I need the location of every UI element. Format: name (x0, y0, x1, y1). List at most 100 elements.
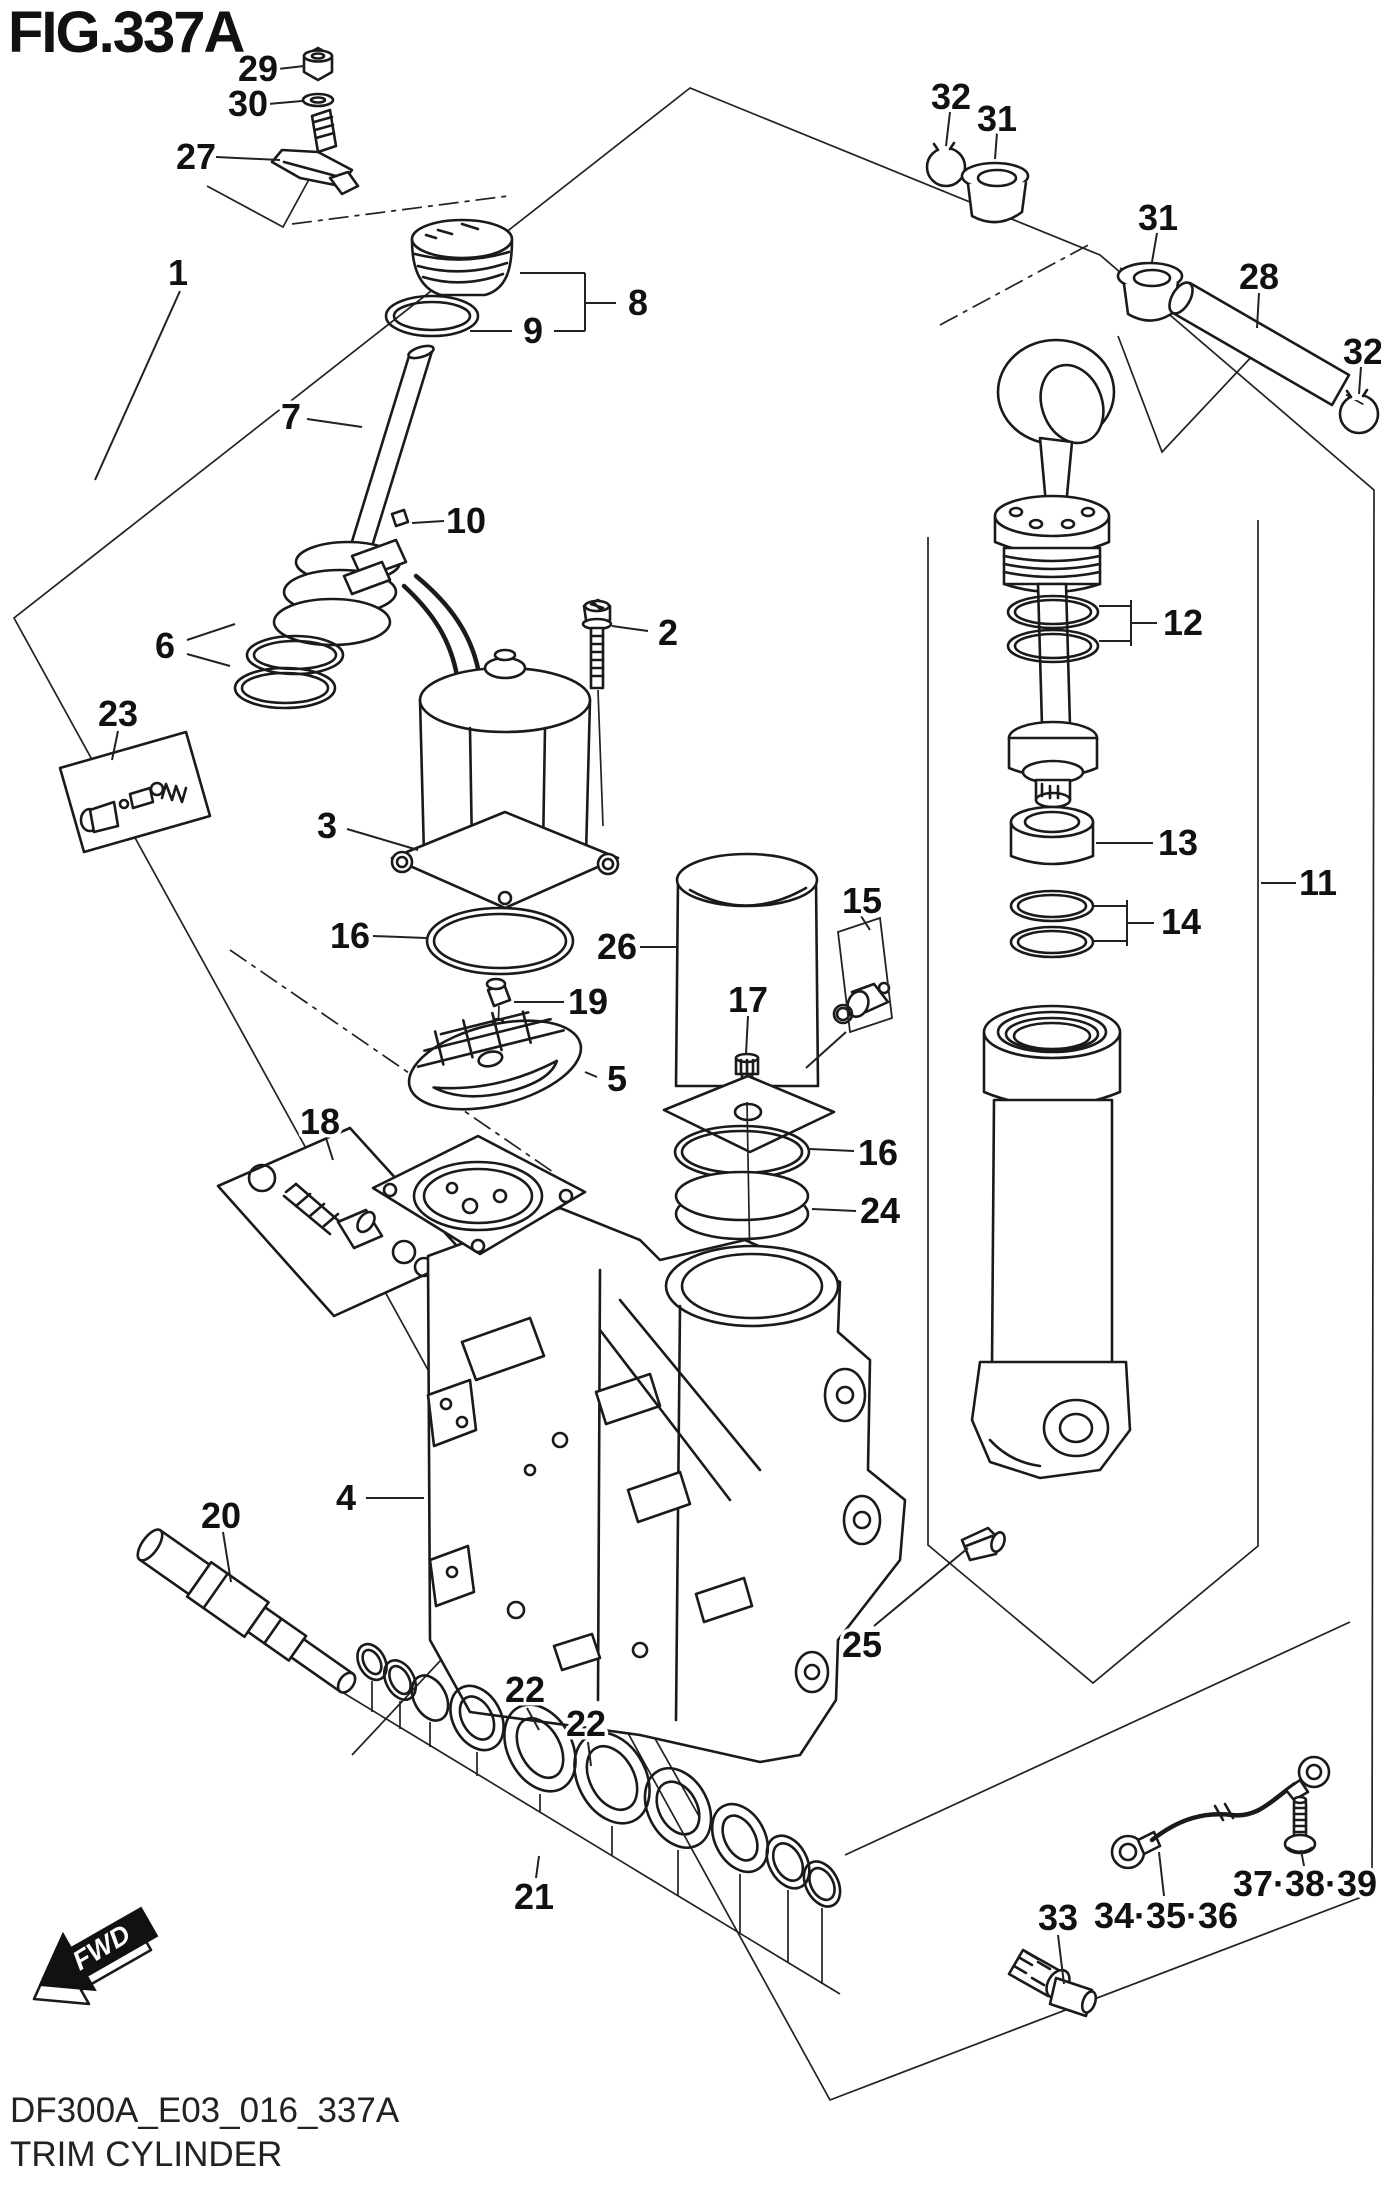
part-label-15: 15 (842, 880, 882, 921)
bolt-2 (581, 598, 613, 827)
cylinder-body-11 (970, 1004, 1132, 1480)
part-label-29: 29 (238, 48, 278, 89)
cap-24 (674, 1170, 810, 1241)
part-label-31-b: 31 (1138, 197, 1178, 238)
leader-line (94, 290, 181, 481)
leader-line (1300, 1849, 1305, 1867)
leader-line (325, 1137, 334, 1161)
leader-line (945, 111, 951, 147)
seal-rings-6 (233, 634, 345, 710)
leader-line (215, 156, 281, 161)
motor-3 (390, 648, 620, 910)
leader-line (584, 1071, 598, 1078)
ground-cable-34-35-36 (1110, 1755, 1331, 1870)
strainer-5 (407, 1010, 583, 1111)
leader-line (611, 625, 649, 632)
o-ring-9 (384, 294, 480, 338)
o-rings-12 (1006, 594, 1100, 664)
part-label-26: 26 (597, 926, 637, 967)
part-labels: 1234567891011121314151616171819202122222… (94, 45, 1381, 1942)
part-label-16-right: 16 (858, 1132, 898, 1173)
part-label-19: 19 (568, 981, 608, 1022)
part-label-2: 2 (658, 612, 678, 653)
part-label-27: 27 (176, 136, 216, 177)
bushing-31a (960, 161, 1030, 224)
pin-10 (390, 508, 410, 528)
valve-15 (832, 981, 891, 1025)
leader-line (873, 1547, 969, 1627)
part-label-13: 13 (1158, 822, 1198, 863)
part-label-11: 11 (1299, 862, 1337, 903)
part-label-32-a: 32 (931, 76, 971, 117)
part-label-30: 30 (228, 83, 268, 124)
part-label-24: 24 (860, 1190, 900, 1231)
footer-title: TRIM CYLINDER (10, 2135, 282, 2174)
leader-line (587, 1741, 592, 1767)
leader-line (346, 828, 419, 851)
leader-line (186, 623, 236, 641)
nut-29 (302, 46, 334, 82)
part-label-28: 28 (1239, 256, 1279, 297)
seal-ring-set (331, 1642, 842, 1995)
leader-line (805, 1031, 847, 1069)
view-border (12, 87, 1375, 2102)
part-label-23: 23 (98, 693, 138, 734)
pivot-pin-28 (1168, 281, 1351, 407)
part-label-4: 4 (336, 1477, 356, 1518)
leader-line (372, 935, 427, 939)
part-label-9: 9 (523, 310, 543, 351)
part-label-16-left: 16 (330, 915, 370, 956)
part-label-25: 25 (842, 1624, 882, 1665)
part-label-18: 18 (300, 1101, 340, 1142)
bolt-25 (960, 1526, 1006, 1562)
part-label-21: 21 (514, 1876, 554, 1917)
part-label-5: 5 (607, 1058, 627, 1099)
piston-seal-13 (1009, 805, 1095, 866)
valve-kit-23 (58, 730, 212, 854)
leader-line (306, 418, 363, 428)
part-label-31-a: 31 (977, 98, 1017, 139)
leader-line (1158, 1851, 1165, 1897)
leader-line (411, 520, 445, 524)
leader-line (809, 1148, 855, 1152)
bolt-33 (1007, 1948, 1098, 2018)
footer-code: DF300A_E03_016_337A (10, 2091, 400, 2130)
part-label-14: 14 (1161, 901, 1201, 942)
wing-bolt-27 (270, 108, 360, 196)
reservoir-26 (674, 852, 820, 1088)
washer-30 (301, 92, 335, 108)
leader-line (267, 100, 303, 105)
leader-line (535, 1855, 540, 1879)
fwd-arrow-icon: FWD (32, 1906, 159, 2006)
snap-ring-32a (925, 141, 967, 188)
motor-wires (342, 538, 483, 685)
part-label-6: 6 (155, 625, 175, 666)
part-label-22-b: 22 (566, 1703, 606, 1744)
kit-outline (837, 916, 893, 1034)
leader-line (994, 132, 998, 160)
leader-line (186, 653, 231, 667)
main-body-4 (371, 1134, 907, 1764)
tank-cap-8 (410, 218, 514, 297)
leader-line (1358, 366, 1362, 395)
leader-line (526, 1707, 540, 1731)
part-label-8: 8 (628, 282, 648, 323)
spool-20 (136, 1528, 357, 1694)
pump-joint-flange (662, 1074, 836, 1154)
leader-line (277, 65, 305, 70)
part-label-37-38-39: 37·38·39 (1233, 1863, 1377, 1904)
o-rings-14 (1009, 889, 1095, 959)
screw-37-38-39 (1283, 1795, 1317, 1855)
part-label-20: 20 (201, 1495, 241, 1536)
part-label-10: 10 (446, 500, 486, 541)
leader-line (222, 1531, 232, 1583)
part-label-17: 17 (728, 979, 768, 1020)
part-label-3: 3 (317, 805, 337, 846)
part-label-12: 12 (1163, 602, 1203, 643)
part-label-33: 33 (1038, 1897, 1078, 1938)
leader-line (811, 1208, 857, 1212)
leader-line (111, 730, 119, 761)
part-label-22-a: 22 (505, 1669, 545, 1710)
part-label-34-35-36: 34·35·36 (1094, 1895, 1238, 1936)
